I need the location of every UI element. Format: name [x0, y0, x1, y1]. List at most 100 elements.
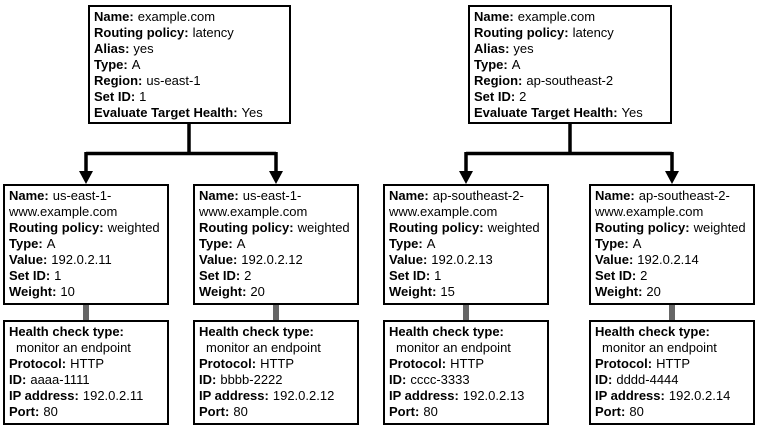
record-field-line: Evaluate Target Health:Yes [94, 105, 287, 121]
field-label: Health check type: [595, 324, 710, 339]
field-label: Type: [389, 236, 423, 251]
field-label: Health check type: [199, 324, 314, 339]
field-value: 2 [640, 268, 648, 283]
field-label: Name: [474, 9, 514, 24]
field-label: Alias: [94, 41, 130, 56]
field-label: Type: [199, 236, 233, 251]
field-label: Port: [9, 404, 40, 419]
field-label: Protocol: [9, 356, 67, 371]
field-label: Name: [199, 188, 239, 203]
field-label: Protocol: [595, 356, 653, 371]
field-value: monitor an endpoint [16, 340, 131, 355]
field-label: Set ID: [199, 268, 241, 283]
record-field-line: ID:dddd-4444 [595, 372, 751, 388]
field-value: monitor an endpoint [602, 340, 717, 355]
record-field-line: Port:80 [595, 404, 751, 420]
field-label: Routing policy: [9, 220, 104, 235]
field-label: Set ID: [94, 89, 136, 104]
field-value: cccc-3333 [410, 372, 470, 387]
record-field-line: monitor an endpoint [595, 340, 751, 356]
record-field-line: Value:192.0.2.13 [389, 252, 545, 268]
field-label: Evaluate Target Health: [94, 105, 238, 120]
field-value: HTTP [260, 356, 295, 371]
record-field-line: Weight:10 [9, 284, 165, 300]
latency-record-box-ap-southeast-2: Name:example.com Routing policy:latency … [468, 5, 672, 124]
weighted-record-box-1: Name:us-east-1-www.example.com Routing p… [3, 184, 169, 305]
record-field-line: Weight:20 [595, 284, 751, 300]
record-field-line: IP address:192.0.2.14 [595, 388, 751, 404]
field-value: 15 [440, 284, 455, 299]
field-value: 80 [233, 404, 248, 419]
record-field-line: Name:us-east-1-www.example.com [199, 188, 355, 220]
field-value: monitor an endpoint [396, 340, 511, 355]
record-field-line: Set ID:2 [474, 89, 668, 105]
weighted-record-box-2: Name:us-east-1-www.example.com Routing p… [193, 184, 359, 305]
field-label: Value: [595, 252, 634, 267]
field-value: 2 [244, 268, 252, 283]
record-field-line: ID:cccc-3333 [389, 372, 545, 388]
record-field-line: IP address:192.0.2.11 [9, 388, 165, 404]
field-label: ID: [389, 372, 407, 387]
field-value: 1 [54, 268, 62, 283]
field-value: 1 [434, 268, 442, 283]
field-label: Routing policy: [94, 25, 189, 40]
health-check-box-1: Health check type: monitor an endpoint P… [3, 320, 169, 425]
field-label: ID: [595, 372, 613, 387]
record-field-line: Name:ap-southeast-2-www.example.com [595, 188, 751, 220]
field-label: Region: [474, 73, 523, 88]
field-label: Type: [595, 236, 629, 251]
latency-record-box-us-east-1: Name:example.com Routing policy:latency … [88, 5, 291, 124]
field-value: 192.0.2.11 [51, 252, 112, 267]
field-label: Region: [94, 73, 143, 88]
field-value: A [131, 57, 141, 72]
field-label: Type: [474, 57, 508, 72]
field-label: ID: [199, 372, 217, 387]
record-field-line: Port:80 [389, 404, 545, 420]
record-field-line: Type:A [9, 236, 165, 252]
record-field-line: monitor an endpoint [199, 340, 355, 356]
field-label: Alias: [474, 41, 510, 56]
record-field-line: Set ID:2 [199, 268, 355, 284]
record-field-line: Routing policy:weighted [9, 220, 165, 236]
field-label: Value: [389, 252, 428, 267]
record-field-line: IP address:192.0.2.12 [199, 388, 355, 404]
record-field-line: Value:192.0.2.14 [595, 252, 751, 268]
record-field-line: monitor an endpoint [9, 340, 165, 356]
record-field-line: monitor an endpoint [389, 340, 545, 356]
field-value: us-east-1-www.example.com [199, 188, 308, 219]
field-value: A [426, 236, 436, 251]
arrowhead-down-icon [459, 171, 473, 184]
record-field-line: Protocol:HTTP [9, 356, 165, 372]
health-check-links [83, 304, 675, 321]
field-value: 1 [139, 89, 147, 104]
field-value: latency [572, 25, 614, 40]
field-label: Set ID: [389, 268, 431, 283]
field-label: Weight: [595, 284, 643, 299]
field-value: A [46, 236, 56, 251]
record-field-line: Protocol:HTTP [595, 356, 751, 372]
field-value: weighted [297, 220, 350, 235]
field-value: Yes [621, 105, 643, 120]
record-field-line: Routing policy:latency [474, 25, 668, 41]
record-field-line: Health check type: [595, 324, 751, 340]
field-value: weighted [693, 220, 746, 235]
record-field-line: Type:A [389, 236, 545, 252]
field-value: HTTP [70, 356, 105, 371]
field-value: 192.0.2.11 [82, 388, 144, 403]
record-field-line: Region:ap-southeast-2 [474, 73, 668, 89]
field-value: A [632, 236, 642, 251]
field-value: 20 [646, 284, 661, 299]
record-field-line: Type:A [595, 236, 751, 252]
health-check-link-4 [669, 304, 675, 321]
record-field-line: Protocol:HTTP [389, 356, 545, 372]
field-value: yes [513, 41, 534, 56]
arrowheads [79, 171, 679, 184]
health-check-box-2: Health check type: monitor an endpoint P… [193, 320, 359, 425]
field-label: Evaluate Target Health: [474, 105, 618, 120]
field-value: aaaa-1111 [30, 372, 90, 387]
arrowhead-down-icon [79, 171, 93, 184]
field-value: 80 [43, 404, 58, 419]
record-field-line: Routing policy:weighted [389, 220, 545, 236]
field-label: Weight: [389, 284, 437, 299]
